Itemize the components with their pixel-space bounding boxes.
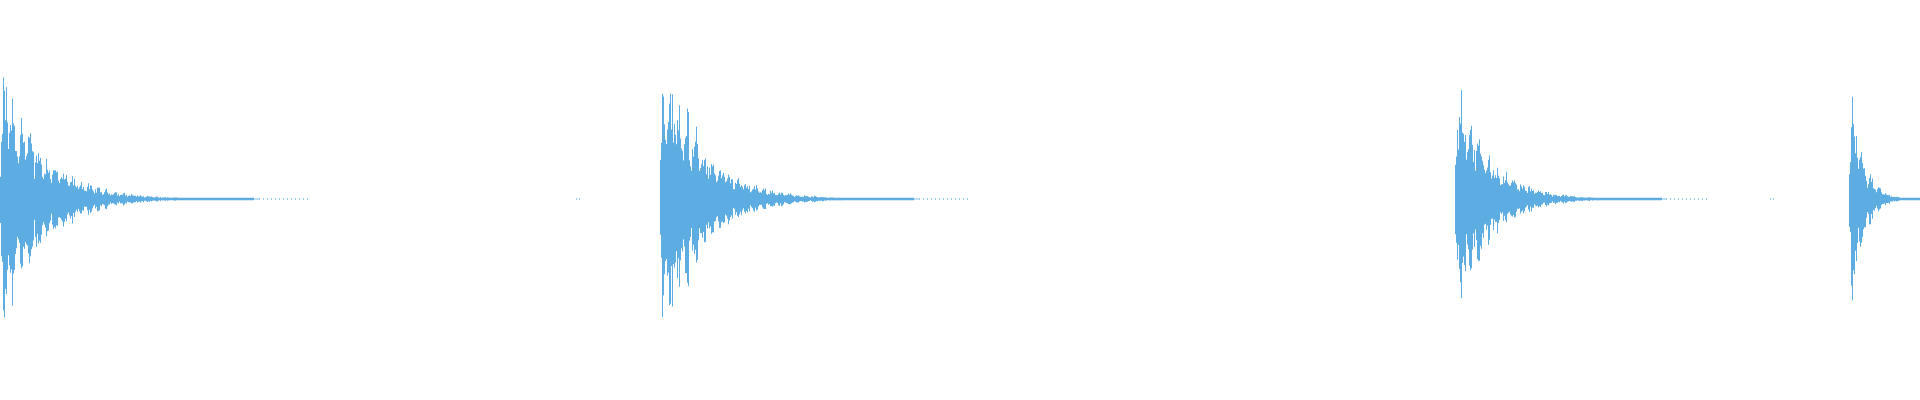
waveform-hit [1455, 90, 1707, 299]
waveform-hit-trace [1849, 96, 1920, 301]
waveform-hit [660, 93, 968, 318]
waveform-tail [259, 198, 308, 200]
waveform-tail [919, 198, 968, 200]
waveform-hit [1849, 96, 1920, 301]
waveform-hit-trace [660, 93, 919, 318]
waveform-tail [1666, 198, 1707, 200]
waveform-hit [0, 77, 308, 318]
waveform-noise-speck [1770, 198, 1774, 200]
waveform-noise-speck [576, 198, 580, 200]
waveform-hit-trace [0, 77, 259, 318]
waveform-hit-trace [1455, 90, 1666, 299]
